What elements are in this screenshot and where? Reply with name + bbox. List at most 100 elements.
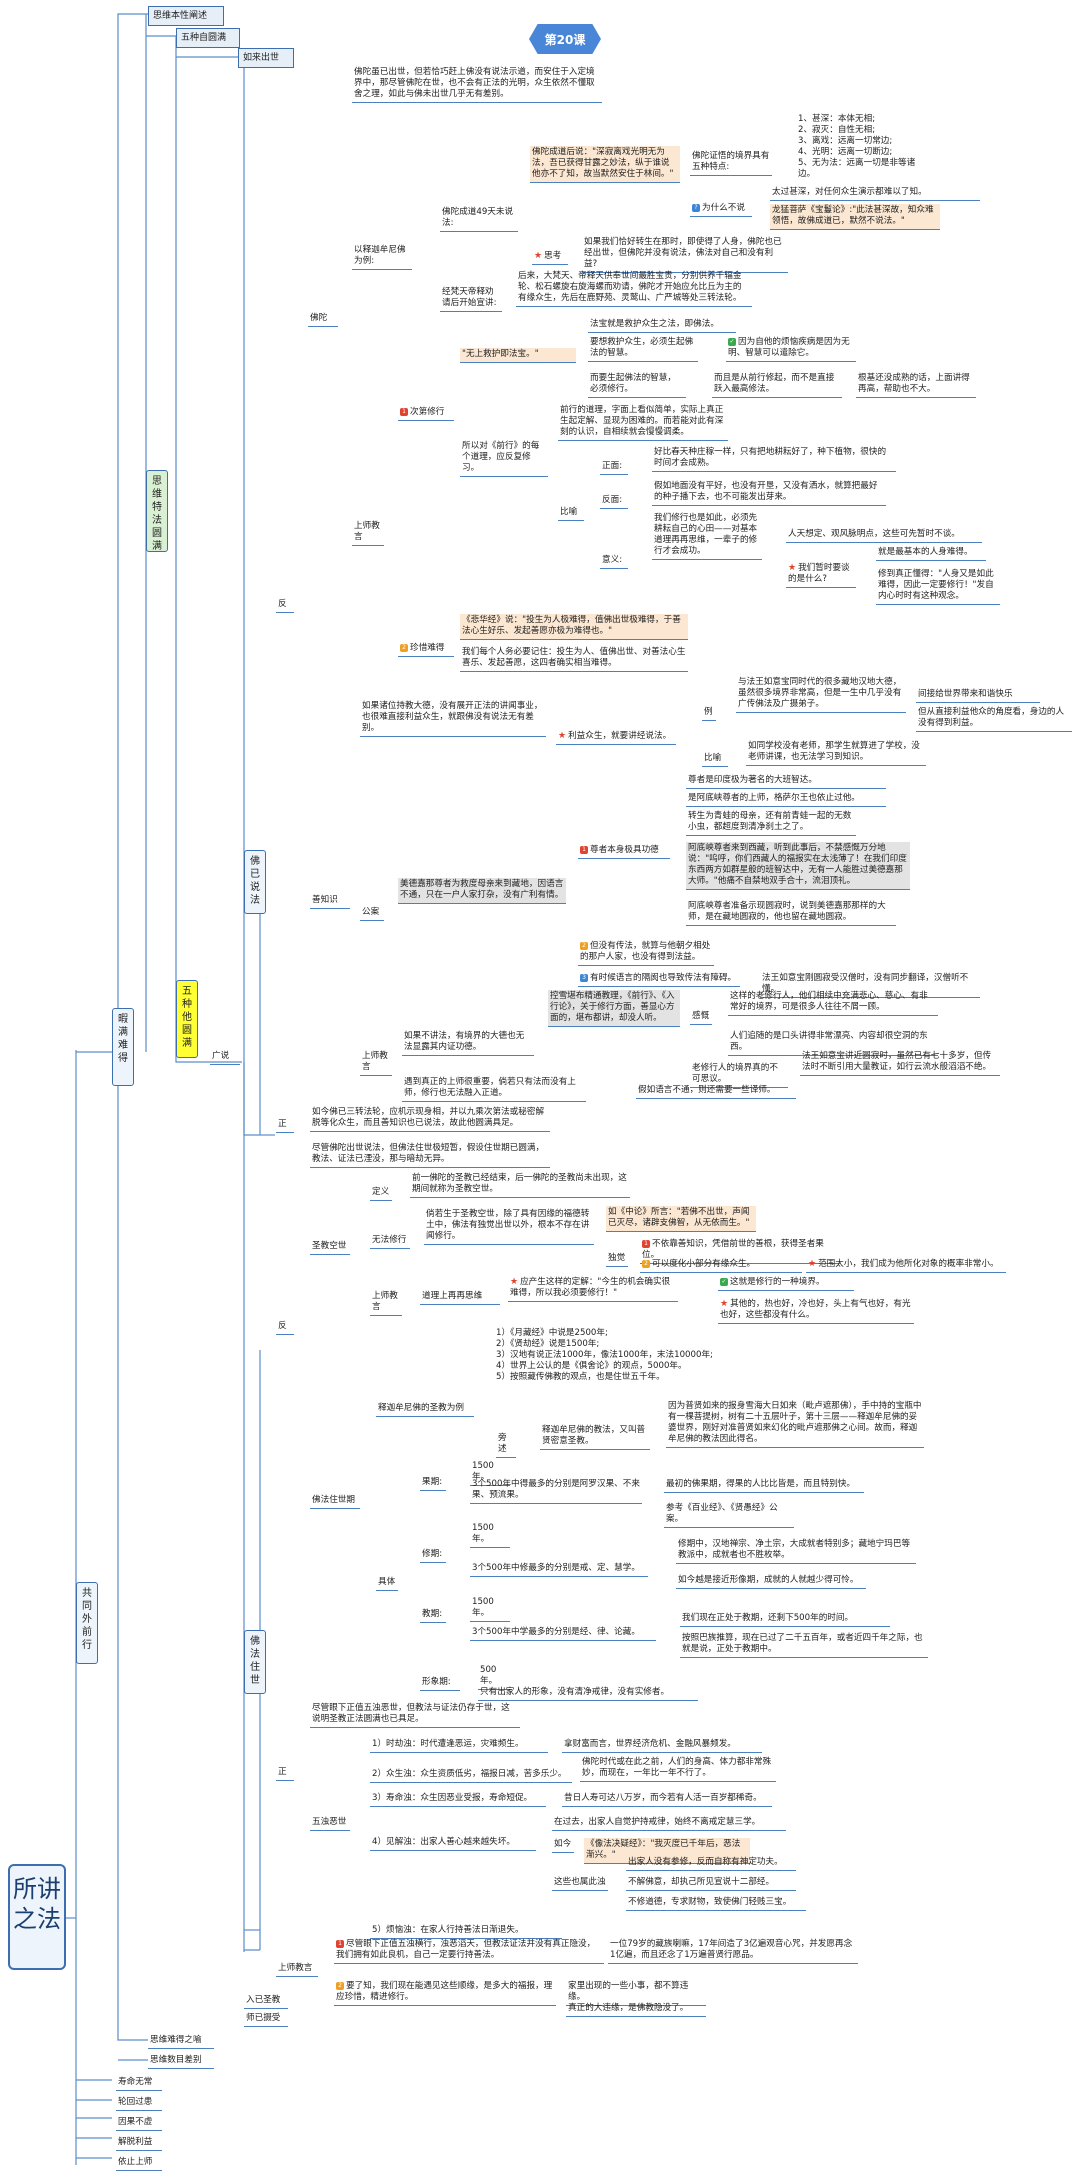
node-wuzhong-tedian[interactable]: 佛陀证悟的境界具有五种特点:: [690, 150, 772, 176]
node-wz5[interactable]: 5）烦恼浊：在家人行持善法日渐退失。: [370, 1924, 562, 1939]
node-xiu-3x500[interactable]: 3个500年中修最多的分别是戒、定、慧学。: [470, 1562, 648, 1577]
node-zx1[interactable]: 出家人没有参修，反而自称有神定功夫。: [626, 1856, 796, 1871]
node-siwei-benxing[interactable]: 思维本性阐述: [148, 6, 224, 26]
node-lunhui[interactable]: 轮回过患: [116, 2096, 162, 2111]
node-gongan[interactable]: 公案: [360, 906, 384, 921]
node-yinwei-fotuo[interactable]: ✓因为自他的烦恼疾病是因为无明、智慧可以遣除它。: [726, 336, 856, 362]
node-xingxiang-qi[interactable]: 形象期:: [420, 1676, 460, 1691]
node-weishenme[interactable]: ?为什么不说: [690, 202, 752, 217]
node-shangshi-jiaoyan-2[interactable]: 上师教言: [360, 1050, 392, 1076]
node-qianxing-text[interactable]: 前行的道理，字面上看似简单，实际上真正生起定解、显现为困难的。而若能对此有深刻的…: [558, 404, 728, 441]
node-adixia[interactable]: 阿底峡尊者来到西藏，听到此事后，不禁感慨万分地说："呜呼，你们西藏人的福报实在太…: [686, 842, 910, 890]
node-yizhi[interactable]: 依止上师: [116, 2156, 162, 2171]
node-li-text[interactable]: 与法王如意宝同时代的很多藏地汉地大德，虽然很多境界非常高，但是一生中几乎没有广传…: [736, 676, 906, 713]
node-yinguo[interactable]: 因果不虚: [116, 2116, 162, 2131]
node-zhexie-ye[interactable]: 这些也属此浊: [552, 1876, 608, 1891]
node-erqie[interactable]: 而且是从前行修起，而不是直接跃入最高修法。: [712, 372, 842, 398]
node-fan-2[interactable]: 反: [276, 1320, 294, 1335]
node-wufa-xiuxing[interactable]: 无法修行: [370, 1234, 410, 1249]
node-xing-text[interactable]: 只有出家人的形象，没有清净戒律，没有实修者。: [478, 1686, 698, 1701]
node-li-label[interactable]: 例: [702, 706, 716, 721]
node-ruzhonglun[interactable]: 如《中论》所言："若佛不出世，声闻已灭尽，诸辟支佛智，从无依而生。": [606, 1206, 756, 1232]
node-sikao[interactable]: ★思考: [532, 250, 568, 265]
node-laoxiuxing[interactable]: 老修行人的境界真的不可思议。: [690, 1062, 788, 1088]
node-fawang-ruyi[interactable]: 法王如意宝讲近圆寂时，虽然已有七十多岁，但传法时不断引用大量教证，如行云流水般滔…: [800, 1050, 1000, 1076]
branch-gongtong[interactable]: 共同外前行: [76, 1582, 98, 1664]
node-jiao-text2[interactable]: 按照巴族推算，现在已过了二千五百年，或者近四千年之际，也就是说，正处于教期中。: [680, 1632, 928, 1658]
node-zuichu[interactable]: 最初的佛果期，得果的人比比皆是，而且特别快。: [664, 1478, 864, 1493]
node-jing-fanwang[interactable]: 经梵天帝释劝请后开始宣讲:: [440, 286, 502, 312]
node-fotuo-intro[interactable]: 佛陀虽已出世，但若恰巧赶上佛没有说法示道，而安住于入定境界中，那尽管佛陀在世，也…: [352, 66, 602, 103]
node-yi-shijia[interactable]: 以释迦牟尼佛为例:: [352, 244, 412, 270]
node-qita-de[interactable]: ★其他的，热也好，冷也好，头上有气也好，有光也好，这些都没有什么。: [718, 1298, 914, 1324]
branch-xiaman[interactable]: 暇满难得: [112, 1008, 134, 1086]
node-ruyin-quote[interactable]: 《像法决疑经》："我灭度已千年后，恶法渐兴。": [584, 1838, 750, 1864]
node-fahua-quote[interactable]: 《悲华经》说："投生为人极难得，值佛出世极难得，于善法心生好乐、发起善愿亦极为难…: [460, 614, 688, 640]
node-nande-zhiyu[interactable]: 思维难得之喻: [148, 2034, 214, 2049]
node-wz3[interactable]: 3）寿命浊：众生因恶业受报，寿命短促。: [370, 1792, 546, 1807]
node-pangshu-a[interactable]: 释迦牟尼佛的教法，又叫普贤密意圣教。: [540, 1424, 650, 1450]
node-zheng-text[interactable]: 如今佛已三转法轮，应机示现身相，并以九乘次第法或秘密解脱等化众生，而且善知识也已…: [310, 1106, 550, 1132]
node-rentian[interactable]: 人天想定、观风脉明点，这些可先暂时不谈。: [786, 528, 982, 543]
node-xiuxing-zhen[interactable]: 修到真正懂得："人身又是如此难得，因此一定要修行！"发自内心时时有这种观念。: [876, 568, 1000, 605]
node-shengjiao-kongshi[interactable]: 圣教空世: [310, 1240, 350, 1255]
node-ganchu[interactable]: 感慨: [690, 1010, 712, 1025]
node-wuzhong-zi[interactable]: 五种自圆满: [176, 28, 240, 48]
node-juti[interactable]: 具体: [376, 1576, 398, 1591]
node-yingchansheng[interactable]: ★应产生这样的定解："今生的机会确实很难得，所以我必须要修行！": [508, 1276, 678, 1302]
node-liyi-zhongsheng[interactable]: ★利益众生，就要讲经说法。: [556, 730, 676, 745]
node-shanzhishi[interactable]: 善知识: [310, 894, 350, 909]
node-jiao-3x500[interactable]: 3个500年中学最多的分别是经、律、论藏。: [470, 1626, 656, 1641]
node-women-zan[interactable]: ★我们暂时要谈的是什么?: [786, 562, 856, 588]
node-xiu-text[interactable]: 修期中，汉地禅宗、净土宗，大成就者特别多；藏地宁玛巴等教派中，成就者也不胜枚举。: [676, 1538, 916, 1564]
node-sikao-text[interactable]: 如果我们恰好转生在那时，即使得了人身，佛陀也已经出世，但佛陀并没有说法，佛法对自…: [582, 236, 788, 273]
node-ru-ji-jiao[interactable]: 入已圣教: [244, 1994, 288, 2009]
node-fojiao-zhushi[interactable]: 佛法住世期: [310, 1494, 360, 1509]
node-fan-1[interactable]: 反: [276, 598, 294, 613]
node-fanmian-text[interactable]: 假如地面没有平好，也没有开垦，又没有洒水，就算把最好的种子播下去，也不可能发出芽…: [652, 480, 886, 506]
node-wz1b[interactable]: 拿财富而言，世界经济危机、金融风暴频发。: [562, 1738, 762, 1753]
node-shanzhishi-intro[interactable]: 如果诸位持教大德，没有展开正法的讲闻事业，也很难直接利益众生，就跟佛没有说法无有…: [360, 700, 546, 737]
node-xiu-1500[interactable]: 1500年。: [470, 1522, 510, 1548]
node-xiu-qi[interactable]: 修期:: [420, 1548, 446, 1563]
node-fabao-text[interactable]: 法宝就是救护众生之法，即佛法。: [588, 318, 736, 333]
node-biyu[interactable]: 比喻: [558, 506, 584, 521]
node-yige79[interactable]: 一位79岁的藏族喇嘛，17年间造了3亿遍观音心咒，并发愿再念1亿遍，而且还念了1…: [608, 1938, 858, 1964]
node-wz3b[interactable]: 昔日人寿可达八万岁，而今若有人活一百岁都稀奇。: [562, 1792, 772, 1807]
node-dujue[interactable]: 独觉: [606, 1252, 628, 1267]
node-fotuo[interactable]: 佛陀: [308, 312, 338, 327]
node-guo-1500[interactable]: 1500年。: [470, 1460, 510, 1486]
node-zunzhe-1[interactable]: 尊者是印度极为著名的大班智达。: [686, 774, 886, 789]
node-jiali[interactable]: 家里出现的一些小事，都不算违缘。: [566, 1980, 706, 2006]
node-fo-yi-shuo-fa[interactable]: 佛已说法: [244, 850, 266, 914]
node-wz4[interactable]: 4）见解浊：出家人善心越来越失坏。: [370, 1836, 536, 1851]
node-zunzhe-3[interactable]: 转生为青蛙的母亲，还有前青蛙一起的无数小虫，都超度到清净刹土之了。: [686, 810, 856, 836]
node-zheng-1[interactable]: 正: [276, 1118, 294, 1133]
node-pangshu[interactable]: 旁述: [496, 1432, 516, 1458]
node-shouming[interactable]: 寿命无常: [116, 2076, 162, 2091]
node-huangxin[interactable]: 控雪堪布精通教理，《前行》、《入行论》，关于修行方面，善显心方面的，堪布都讲，却…: [548, 990, 680, 1027]
branch-sibian[interactable]: 思维特法圆满: [146, 470, 168, 552]
node-jiao-text1[interactable]: 我们现在正处于教期，还剩下500年的时间。: [680, 1612, 890, 1627]
node-yudao-zhenzheng[interactable]: 遇到真正的上师很重要，倘若只有法而没有上师，修行也无法融入正道。: [402, 1076, 586, 1102]
node-yao-jiuhu[interactable]: 要想救护众生，必须生起佛法的智慧。: [588, 336, 698, 362]
node-zhengmian-text[interactable]: 好比春天种庄稼一样，只有把地耕耘好了，种下植物，很快的时间才会成熟。: [652, 446, 896, 472]
node-zheng2-intro[interactable]: 尽管眼下正值五浊恶世，但教法与证法仍存于世，这说明圣教正法圆满也已具足。: [310, 1702, 520, 1728]
node-suoyi-yi[interactable]: 所以对《前行》的每个道理，应反复修习。: [460, 440, 548, 477]
node-zhe-jiushi[interactable]: ✓这就是修行的一种境界。: [718, 1276, 854, 1291]
node-wz1[interactable]: 1）时劫浊：时代遭逢恶运，灾难频生。: [370, 1738, 548, 1753]
node-shangshi-jiaoyan-4[interactable]: 上师教言: [276, 1962, 318, 1977]
node-fanmian[interactable]: 反面:: [600, 494, 628, 509]
node-genji[interactable]: 根基还没成熟的话，上面讲得再高，帮助也不大。: [856, 372, 976, 398]
node-guo-qi[interactable]: 果期:: [420, 1476, 446, 1491]
node-rubu-jiang[interactable]: 如果不讲法，有境界的大德也无法显露其内证功德。: [402, 1030, 534, 1056]
node-dingyi-text[interactable]: 前一佛陀的圣教已经结束，后一佛陀的圣教尚未出现，这期间就称为圣教空世。: [410, 1172, 630, 1198]
node-ruxiang[interactable]: 如今越是接近形像期，成就的人就越少得可怜。: [676, 1574, 866, 1589]
node-chengdao-quote[interactable]: 佛陀成道后说："深寂离戏光明无为法，吾已获得甘露之妙法，纵于谁说他亦不了知，故当…: [530, 146, 680, 183]
